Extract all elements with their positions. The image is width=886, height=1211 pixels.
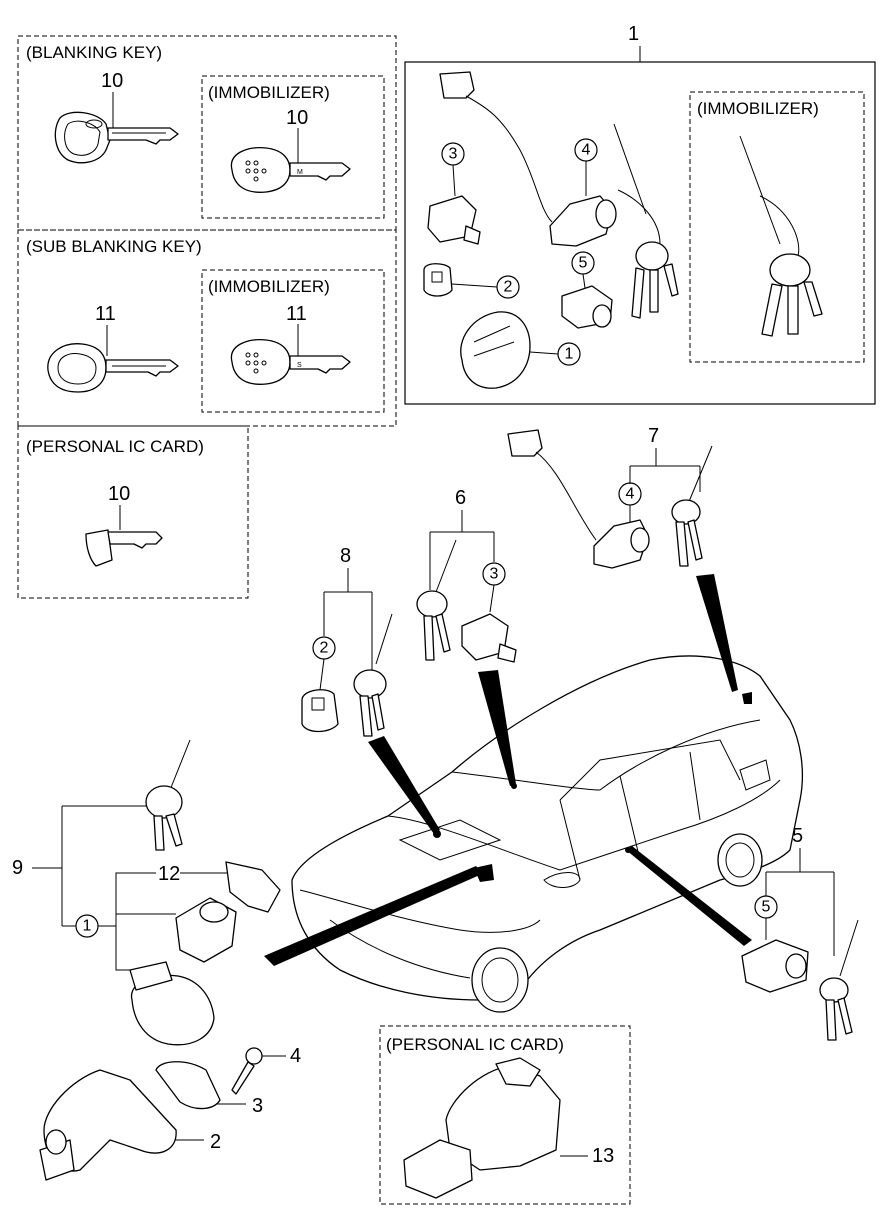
part-number-2-bottom: 2 bbox=[210, 1131, 221, 1153]
immobilizer-key-bundle bbox=[739, 135, 823, 337]
blanking-key-drawing bbox=[54, 111, 179, 164]
kit-key-bundle bbox=[613, 123, 679, 319]
part-number-6: 6 bbox=[455, 487, 466, 509]
part-number-1-kit: 1 bbox=[628, 23, 639, 45]
part-number-12: 12 bbox=[158, 863, 180, 885]
part-number-10-ic: 10 bbox=[108, 483, 130, 505]
part-2-cylinder-cap bbox=[423, 263, 453, 297]
part-number-4-bottom: 4 bbox=[290, 1045, 301, 1067]
immobilizer-box-2 bbox=[201, 269, 385, 413]
item-9-group: 9 12 1 bbox=[12, 739, 281, 1046]
personal-ic-card-box-2 bbox=[379, 1025, 631, 1205]
personal-ic-card-label-2: (PERSONAL IC CARD) bbox=[386, 1035, 564, 1054]
part-number-9: 9 bbox=[12, 857, 23, 879]
callout-2-mid: 2 bbox=[320, 640, 329, 657]
immobilizer-box-1 bbox=[201, 75, 385, 219]
part-1-ignition-lock bbox=[460, 311, 531, 389]
part-5-door-cylinder bbox=[561, 285, 613, 329]
item-7-group: 7 4 bbox=[507, 425, 713, 569]
part-number-13: 13 bbox=[592, 1145, 614, 1167]
sub-blanking-key-drawing bbox=[47, 343, 179, 393]
callout-1: 1 bbox=[565, 346, 574, 363]
ic-card-key-drawing bbox=[85, 529, 163, 567]
sub-immobilizer-key-mark: S bbox=[297, 362, 302, 369]
part-number-10-immobilizer: 10 bbox=[286, 107, 308, 129]
callout-4: 4 bbox=[582, 142, 591, 159]
part-3-cylinder bbox=[427, 195, 481, 245]
personal-ic-card-box-1 bbox=[17, 425, 249, 599]
callout-1-left: 1 bbox=[83, 918, 92, 935]
part-number-11: 11 bbox=[95, 303, 116, 325]
callout-5: 5 bbox=[579, 255, 588, 272]
sub-blanking-key-label: (SUB BLANKING KEY) bbox=[26, 237, 202, 256]
lock-set-kit-box bbox=[404, 61, 876, 405]
part-number-8: 8 bbox=[340, 545, 351, 567]
immobilizer-box-3 bbox=[689, 91, 865, 363]
bottom-left-parts: 4 3 2 bbox=[39, 1045, 301, 1181]
location-pointers bbox=[264, 574, 752, 966]
callout-3-mid: 3 bbox=[490, 566, 499, 583]
callout-5-right: 5 bbox=[762, 899, 771, 916]
item-8-group: 8 2 bbox=[301, 545, 393, 737]
part-number-11-immobilizer: 11 bbox=[286, 303, 307, 325]
blanking-key-label: (BLANKING KEY) bbox=[26, 43, 162, 62]
part-number-10: 10 bbox=[101, 70, 123, 92]
part-4-lock-assembly bbox=[549, 195, 617, 247]
lock-set-kit-group: 1 (IMMOBILIZER) 3 2 4 bbox=[404, 23, 876, 405]
immobilizer-label-3: (IMMOBILIZER) bbox=[697, 99, 819, 118]
callout-4-mid: 4 bbox=[626, 486, 635, 503]
item-5-group: 5 5 bbox=[741, 825, 859, 1041]
personal-ic-card-label-1: (PERSONAL IC CARD) bbox=[26, 437, 204, 456]
vehicle-outline bbox=[291, 655, 804, 1013]
blanking-key-group: (BLANKING KEY) 10 (IMMOBILIZER) 10 M (SU… bbox=[17, 35, 397, 599]
part-number-5: 5 bbox=[792, 825, 803, 847]
callout-3: 3 bbox=[449, 146, 458, 163]
immobilizer-key-11-drawing: S bbox=[230, 339, 351, 385]
immobilizer-label-2: (IMMOBILIZER) bbox=[208, 277, 330, 296]
part-number-7: 7 bbox=[648, 425, 659, 447]
sub-blanking-key-box bbox=[17, 229, 397, 427]
immobilizer-key-mark: M bbox=[297, 169, 303, 176]
immobilizer-label-1: (IMMOBILIZER) bbox=[208, 83, 330, 102]
personal-ic-card-group-2: (PERSONAL IC CARD) 13 bbox=[379, 1025, 631, 1205]
item-6-group: 6 3 bbox=[416, 487, 517, 663]
callout-2: 2 bbox=[504, 279, 513, 296]
part-number-3-bottom: 3 bbox=[252, 1095, 263, 1117]
immobilizer-key-10-drawing: M bbox=[230, 147, 351, 193]
